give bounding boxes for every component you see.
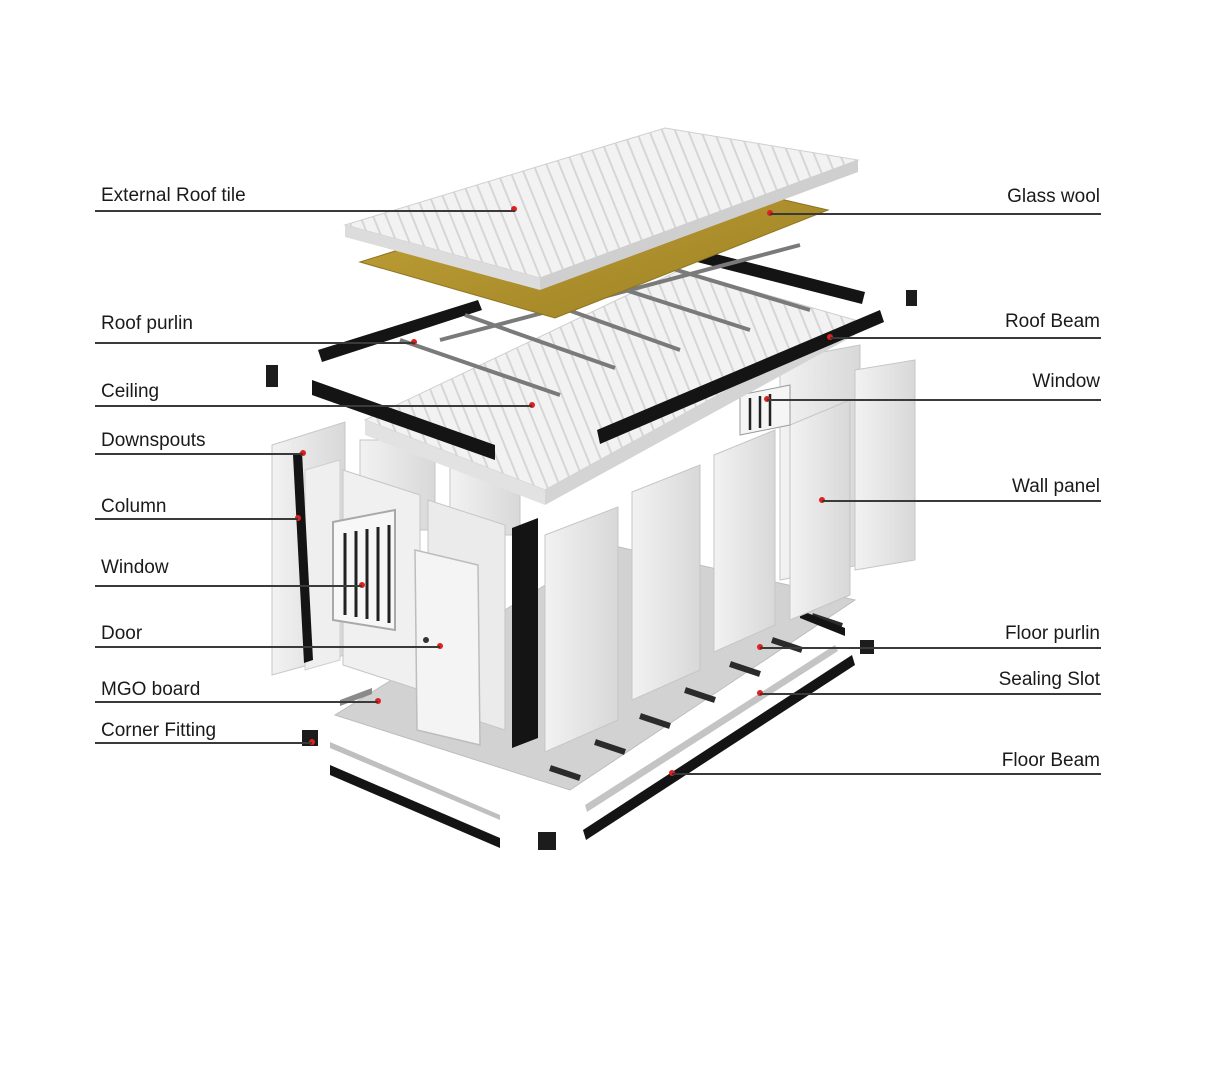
floor-beam-right xyxy=(583,645,855,840)
label-sealing-slot: Sealing Slot xyxy=(998,669,1100,690)
label-mgo-board: MGO board xyxy=(101,679,201,700)
window-front xyxy=(332,508,396,632)
leader-window-right xyxy=(767,399,1101,401)
leader-roof-purlin xyxy=(95,342,415,344)
leader-ceiling xyxy=(95,405,532,407)
leader-sealing-slot xyxy=(760,693,1101,695)
leader-window-left xyxy=(95,585,362,587)
leader-corner-fitting xyxy=(95,742,312,744)
leader-mgo-board xyxy=(95,701,378,703)
door xyxy=(414,549,481,746)
label-column: Column xyxy=(101,496,167,517)
leader-glass-wool xyxy=(770,213,1101,215)
roof-beams xyxy=(312,250,884,460)
label-door: Door xyxy=(101,623,143,644)
label-downspouts: Downspouts xyxy=(101,430,206,451)
leader-column xyxy=(95,518,298,520)
label-external-roof-tile: External Roof tile xyxy=(101,185,246,206)
leader-floor-purlin xyxy=(760,647,1101,649)
leader-roof-beam xyxy=(830,337,1101,339)
label-ceiling: Ceiling xyxy=(101,381,160,402)
floor-beam-front xyxy=(330,742,500,848)
column-front xyxy=(512,518,538,748)
label-floor-purlin: Floor purlin xyxy=(1004,623,1100,644)
leader-wall-panel xyxy=(822,500,1101,502)
label-glass-wool: Glass wool xyxy=(1007,186,1100,207)
label-floor-beam: Floor Beam xyxy=(1001,750,1100,771)
leader-floor-beam xyxy=(672,773,1101,775)
external-roof-tile xyxy=(343,127,860,290)
leader-door xyxy=(95,646,440,648)
red-markers xyxy=(295,206,833,776)
label-roof-beam: Roof Beam xyxy=(1004,311,1100,332)
leader-downspouts xyxy=(95,453,303,455)
window-back xyxy=(739,384,791,436)
label-roof-purlin: Roof purlin xyxy=(101,313,193,334)
label-window-left: Window xyxy=(101,557,169,578)
leader-external-roof-tile xyxy=(95,210,515,212)
label-wall-panel: Wall panel xyxy=(1011,476,1100,497)
left-wall xyxy=(271,421,346,676)
label-corner-fitting: Corner Fitting xyxy=(101,720,217,741)
label-window-right: Window xyxy=(1032,371,1100,392)
